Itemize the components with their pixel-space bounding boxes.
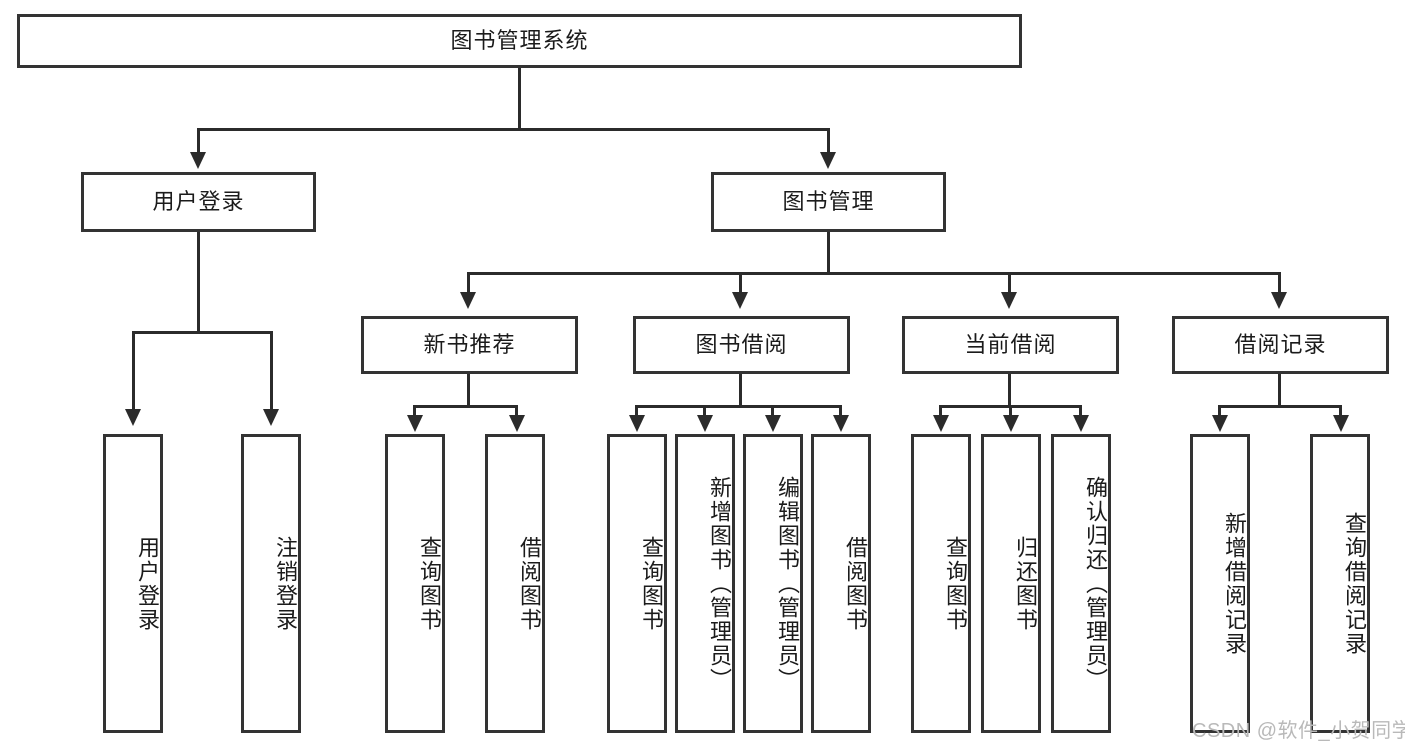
node-label: 用户登录 <box>135 535 160 632</box>
node-label: 新增图书（管理员） <box>707 475 732 692</box>
connector-book-borrow-bus <box>635 405 841 408</box>
connector-borrow-record-bus <box>1218 405 1342 408</box>
node-label: 新增借阅记录 <box>1222 511 1247 656</box>
arrowhead-leaf-confirm-return <box>1073 415 1089 432</box>
node-label: 图书借阅 <box>695 332 788 358</box>
connector-level2-bus <box>197 128 829 131</box>
leaf-borrow-book-rec[interactable]: 借阅图书 <box>485 434 545 733</box>
arrowhead-to-borrow-record <box>1271 292 1287 309</box>
arrowhead-to-book-manage <box>820 152 836 169</box>
connector-current-borrow-stem <box>1008 374 1011 407</box>
leaf-add-borrow-record[interactable]: 新增借阅记录 <box>1190 434 1250 733</box>
node-new-book-recommend[interactable]: 新书推荐 <box>361 316 578 374</box>
node-label: 借阅图书 <box>843 535 868 632</box>
node-label: 查询图书 <box>639 535 664 632</box>
node-label: 新书推荐 <box>423 332 516 358</box>
arrowhead-leaf-add-book <box>697 415 713 432</box>
node-label: 图书管理系统 <box>450 28 589 54</box>
node-current-borrow[interactable]: 当前借阅 <box>902 316 1119 374</box>
leaf-confirm-return-admin[interactable]: 确认归还（管理员） <box>1051 434 1111 733</box>
connector-user-login-stem <box>197 232 200 333</box>
leaf-logout[interactable]: 注销登录 <box>241 434 301 733</box>
arrowhead-leaf-return-book <box>1003 415 1019 432</box>
connector-to-book-borrow <box>739 272 742 294</box>
node-label: 用户登录 <box>152 189 245 215</box>
connector-borrow-record-drop-2 <box>1339 405 1342 417</box>
connector-level3-bus <box>467 272 1281 275</box>
node-label: 查询借阅记录 <box>1342 511 1367 656</box>
arrowhead-to-book-borrow <box>732 292 748 309</box>
connector-book-borrow-drop-1 <box>635 405 638 417</box>
connector-to-current-borrow <box>1008 272 1011 294</box>
connector-new-book-rec-drop-2 <box>515 405 518 417</box>
node-label: 借阅图书 <box>517 535 542 632</box>
csdn-watermark: CSDN @软件_小贺同学 <box>1192 720 1405 742</box>
arrowhead-leaf-borrow-book-2 <box>833 415 849 432</box>
node-label: 注销登录 <box>273 535 298 632</box>
connector-user-login-bus <box>132 331 273 334</box>
arrowhead-leaf-query-book-2 <box>629 415 645 432</box>
arrowhead-to-new-book-rec <box>460 292 476 309</box>
arrowhead-leaf-add-record <box>1212 415 1228 432</box>
leaf-borrow-book[interactable]: 借阅图书 <box>811 434 871 733</box>
connector-new-book-rec-bus <box>413 405 518 408</box>
connector-current-borrow-drop-3 <box>1079 405 1082 417</box>
node-label: 借阅记录 <box>1234 332 1327 358</box>
arrowhead-leaf-query-book-1 <box>407 415 423 432</box>
connector-to-book-manage <box>827 128 830 154</box>
leaf-edit-book-admin[interactable]: 编辑图书（管理员） <box>743 434 803 733</box>
arrowhead-to-user-login <box>190 152 206 169</box>
arrowhead-leaf-edit-book <box>765 415 781 432</box>
connector-current-borrow-drop-1 <box>939 405 942 417</box>
connector-to-user-login <box>197 128 200 154</box>
connector-borrow-record-stem <box>1278 374 1281 407</box>
leaf-query-book-rec[interactable]: 查询图书 <box>385 434 445 733</box>
node-book-borrow[interactable]: 图书借阅 <box>633 316 850 374</box>
connector-new-book-rec-stem <box>467 374 470 407</box>
node-label: 确认归还（管理员） <box>1083 475 1108 692</box>
connector-to-new-book-rec <box>467 272 470 294</box>
node-label: 图书管理 <box>782 189 875 215</box>
leaf-query-book-borrow[interactable]: 查询图书 <box>607 434 667 733</box>
leaf-query-borrow-record[interactable]: 查询借阅记录 <box>1310 434 1370 733</box>
node-label: 归还图书 <box>1013 535 1038 632</box>
connector-new-book-rec-drop-1 <box>413 405 416 417</box>
node-borrow-record[interactable]: 借阅记录 <box>1172 316 1389 374</box>
connector-book-borrow-stem <box>739 374 742 407</box>
node-label: 查询图书 <box>943 535 968 632</box>
arrowhead-leaf-borrow-book-1 <box>509 415 525 432</box>
connector-borrow-record-drop-1 <box>1218 405 1221 417</box>
connector-user-login-drop-1 <box>132 331 135 411</box>
node-book-management[interactable]: 图书管理 <box>711 172 946 232</box>
arrowhead-leaf-query-book-3 <box>933 415 949 432</box>
connector-current-borrow-drop-2 <box>1009 405 1012 417</box>
connector-root-stem <box>518 68 521 130</box>
leaf-add-book-admin[interactable]: 新增图书（管理员） <box>675 434 735 733</box>
arrowhead-leaf-logout <box>263 409 279 426</box>
connector-book-borrow-drop-3 <box>771 405 774 417</box>
connector-user-login-drop-2 <box>270 331 273 411</box>
leaf-return-book[interactable]: 归还图书 <box>981 434 1041 733</box>
connector-book-manage-stem <box>827 232 830 274</box>
node-root-system[interactable]: 图书管理系统 <box>17 14 1022 68</box>
arrowhead-to-current-borrow <box>1001 292 1017 309</box>
node-label: 查询图书 <box>417 535 442 632</box>
leaf-user-login[interactable]: 用户登录 <box>103 434 163 733</box>
node-label: 当前借阅 <box>964 332 1057 358</box>
node-label: 编辑图书（管理员） <box>775 475 800 692</box>
arrowhead-leaf-user-login <box>125 409 141 426</box>
connector-to-borrow-record <box>1278 272 1281 294</box>
arrowhead-leaf-query-record <box>1333 415 1349 432</box>
connector-book-borrow-drop-2 <box>703 405 706 417</box>
connector-book-borrow-drop-4 <box>839 405 842 417</box>
leaf-query-book-current[interactable]: 查询图书 <box>911 434 971 733</box>
node-user-login[interactable]: 用户登录 <box>81 172 316 232</box>
